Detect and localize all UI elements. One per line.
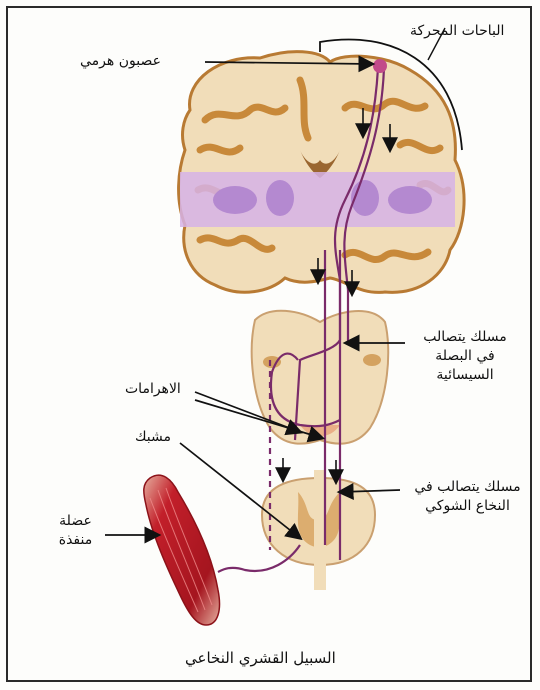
medulla-decussation-label: مسلك يتصالب في البصلة السيسائية (405, 328, 525, 385)
effector-muscle-label: عضلة منفذة (48, 512, 103, 550)
effector-muscle (144, 475, 220, 625)
pyramids-label: الاهرامات (125, 380, 181, 399)
medulla-decussation-line-2: في البصلة (405, 347, 525, 366)
synapse-label: مشبك (135, 428, 171, 447)
spinal-decussation-label: مسلك يتصالب في النخاع الشوكي (400, 478, 535, 516)
spinal-cord-section (262, 470, 375, 590)
diagram-caption: السبيل القشري النخاعي (185, 648, 336, 668)
pyramidal-neuron-label: عصبون هرمي (80, 52, 161, 71)
medulla-decussation-line-1: مسلك يتصالب (405, 328, 525, 347)
motor-areas-label: الباحات المحركة (410, 22, 504, 41)
spinal-decussation-line-1: مسلك يتصالب في (400, 478, 535, 497)
pyramidal-neuron-body (373, 59, 387, 73)
brain-section (179, 52, 464, 293)
effector-muscle-line-2: منفذة (48, 531, 103, 550)
effector-muscle-line-1: عضلة (48, 512, 103, 531)
medulla-decussation-line-3: السيسائية (405, 366, 525, 385)
spinal-decussation-line-2: النخاع الشوكي (400, 497, 535, 516)
